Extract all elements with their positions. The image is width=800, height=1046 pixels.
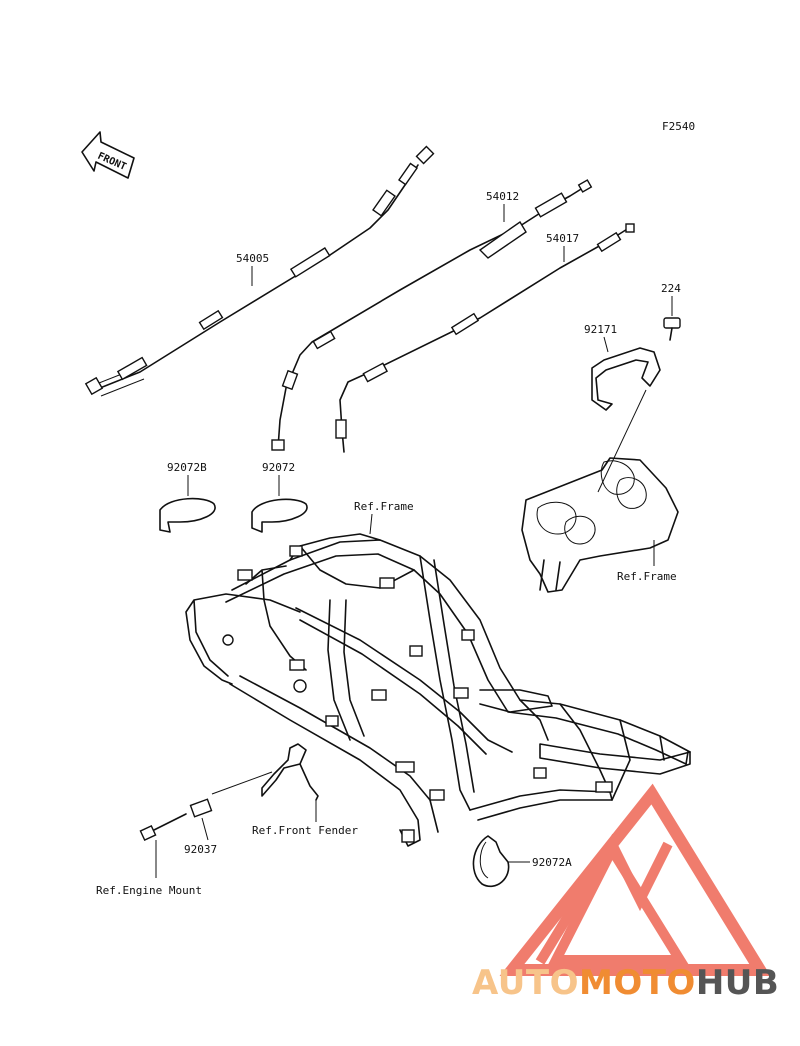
handlebar-holder: Ref.Frame <box>521 457 679 593</box>
part-label-54005: 54005 <box>236 252 269 265</box>
ref-engine-mount: Ref.Engine Mount <box>96 884 202 897</box>
band-92072B: 92072B <box>159 461 216 533</box>
watermark-part3: HUB <box>696 963 779 1003</box>
cable-54017: 54017 <box>335 223 635 453</box>
part-label-92072: 92072 <box>262 461 295 474</box>
cable-54012: 54012 <box>271 179 593 451</box>
part-label-92072B: 92072B <box>167 461 207 474</box>
part-label-54017: 54017 <box>546 232 579 245</box>
watermark-logo-icon <box>499 783 771 976</box>
ref-frame-top: Ref.Frame <box>354 500 414 513</box>
part-label-92072A: 92072A <box>532 856 572 869</box>
part-label-92171: 92171 <box>584 323 617 336</box>
part-label-224: 224 <box>661 282 681 295</box>
front-fender-bracket: Ref.Front Fender <box>211 743 358 837</box>
band-92072: 92072 <box>251 461 308 533</box>
svg-text:AUTOMOTOHUB: AUTOMOTOHUB <box>472 963 779 1003</box>
watermark-text: AUTOMOTOHUB <box>472 963 779 1003</box>
bolt-224: 224 <box>661 282 681 341</box>
front-arrow-icon: FRONT <box>81 131 135 179</box>
watermark-part1: AUTO <box>472 963 579 1003</box>
ref-front-fender: Ref.Front Fender <box>252 824 358 837</box>
plate-92037: 92037 <box>184 798 217 856</box>
figure-code: F2540 <box>662 120 695 133</box>
cable-54005: 54005 <box>84 145 435 397</box>
part-label-92037: 92037 <box>184 843 217 856</box>
atv-frame <box>185 533 691 847</box>
watermark-part2: MOTO <box>579 963 696 1003</box>
ref-frame-right: Ref.Frame <box>617 570 677 583</box>
bolt-engine-mount: Ref.Engine Mount <box>96 813 202 897</box>
band-92072A: 92072A <box>472 835 572 887</box>
part-label-54012: 54012 <box>486 190 519 203</box>
bracket-92171: 92171 <box>584 323 661 493</box>
